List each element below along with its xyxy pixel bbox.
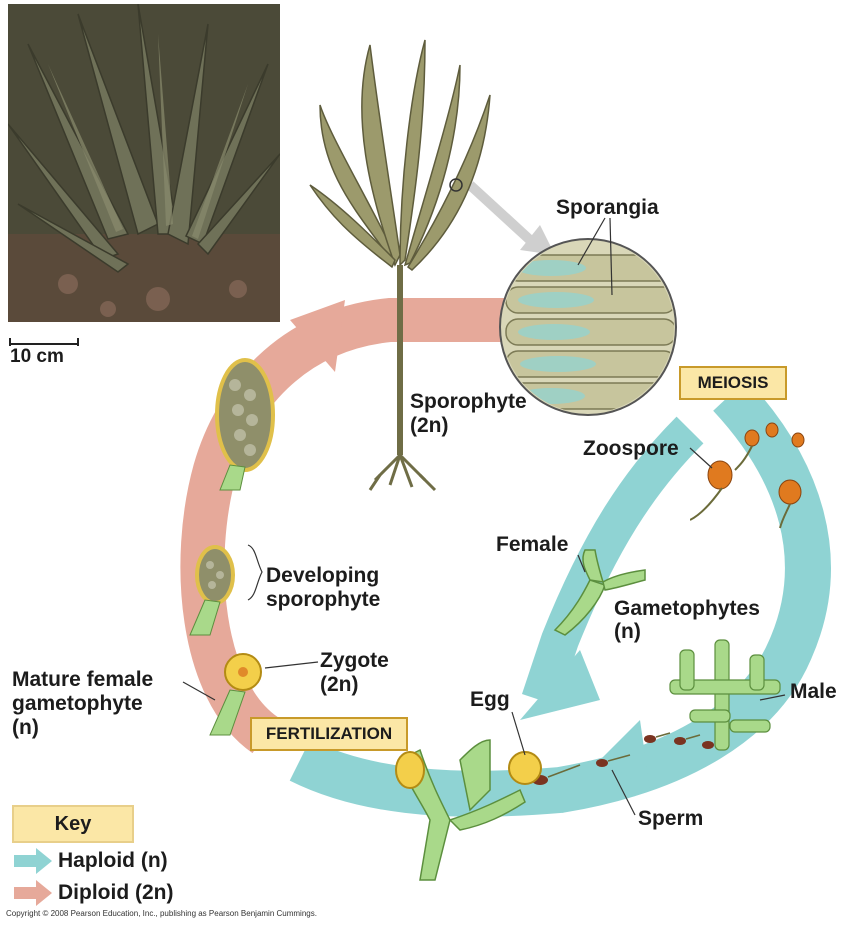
- key-diploid: Diploid (2n): [58, 881, 173, 905]
- label-zoospore: Zoospore: [583, 437, 679, 461]
- label-sporangia: Sporangia: [556, 196, 659, 220]
- key-title: Key: [12, 805, 134, 843]
- label-egg: Egg: [470, 688, 510, 712]
- diploid-key-icon: [14, 880, 54, 906]
- label-sporophyte-ploidy: (2n): [410, 414, 449, 438]
- fertilization-box: FERTILIZATION: [250, 717, 408, 751]
- label-mature-1: Mature female: [12, 668, 153, 692]
- label-female: Female: [496, 533, 568, 557]
- key-haploid: Haploid (n): [58, 849, 168, 873]
- label-mature-2: gametophyte: [12, 692, 143, 716]
- copyright: Copyright © 2008 Pearson Education, Inc.…: [6, 909, 317, 918]
- label-male: Male: [790, 680, 837, 704]
- label-developing-1: Developing: [266, 564, 379, 588]
- label-sperm: Sperm: [638, 807, 703, 831]
- label-developing-2: sporophyte: [266, 588, 380, 612]
- label-sporophyte: Sporophyte: [410, 390, 527, 414]
- meiosis-box: MEIOSIS: [679, 366, 787, 400]
- label-zygote-ploidy: (2n): [320, 673, 359, 697]
- label-zygote: Zygote: [320, 649, 389, 673]
- haploid-key-icon: [14, 848, 54, 874]
- label-gametophytes-ploidy: (n): [614, 620, 641, 644]
- label-gametophytes: Gametophytes: [614, 597, 760, 621]
- label-mature-ploidy: (n): [12, 716, 39, 740]
